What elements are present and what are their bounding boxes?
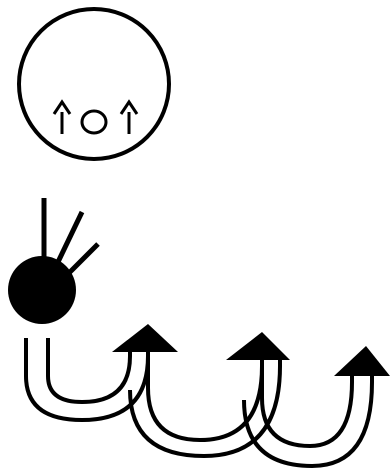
head-circle-icon [19,9,169,159]
up-arrow-icon [121,102,137,134]
up-arrow-icon [54,102,70,134]
mouth-oval-icon [82,111,106,133]
filled-head-with-contact-lines-icon [8,198,98,324]
repeating-hook-arrows-icon [26,324,390,466]
